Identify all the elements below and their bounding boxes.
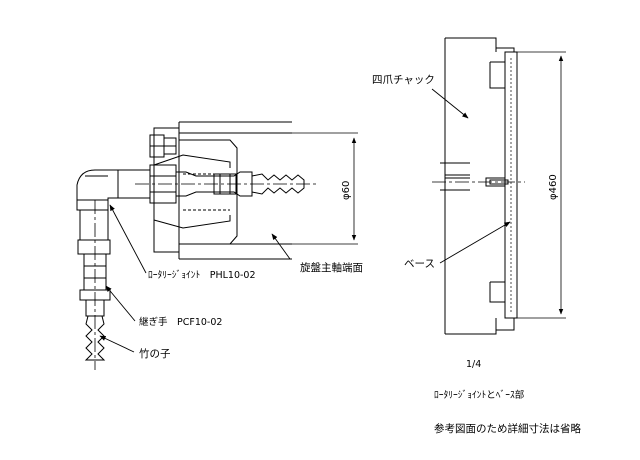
scale-label: 1/4	[466, 359, 481, 370]
dimension-label-460: φ460	[548, 174, 559, 200]
caption-title: ﾛｰﾀﾘｰｼﾞｮｲﾝﾄとﾍﾞｰｽ部	[434, 389, 524, 401]
spindle-housing	[153, 121, 292, 260]
dimension-460	[517, 51, 566, 319]
label-bamboo-fitting: 竹の子	[139, 347, 171, 360]
top-bolt	[149, 134, 177, 158]
label-rotary-joint: ﾛｰﾀﾘｰｼﾞｮｲﾝﾄ PHL10-02	[148, 270, 256, 281]
chuck-and-base-assembly	[432, 37, 566, 335]
label-lathe-spindle-face: 旋盤主軸端面	[300, 261, 363, 274]
coupler-vertical	[77, 209, 111, 317]
label-four-jaw-chuck: 四爪チャック	[372, 74, 435, 86]
label-base: ベース	[404, 258, 435, 270]
leader-base	[439, 221, 511, 264]
leader-rotary-joint	[109, 204, 147, 274]
label-coupler: 継ぎ手 PCF10-02	[139, 316, 222, 328]
caption-note: 参考図面のため詳細寸法は省略	[434, 422, 581, 435]
leader-chuck	[431, 88, 469, 119]
dimension-label-60: φ60	[341, 181, 352, 200]
elbow-fitting	[76, 169, 119, 211]
leader-bamboo	[99, 335, 135, 353]
hose-barb-vertical	[84, 315, 106, 361]
dimension-60	[292, 132, 358, 245]
leader-coupler	[105, 285, 136, 322]
rotary-joint-assembly	[76, 121, 358, 370]
leader-spindle-face	[271, 233, 291, 260]
